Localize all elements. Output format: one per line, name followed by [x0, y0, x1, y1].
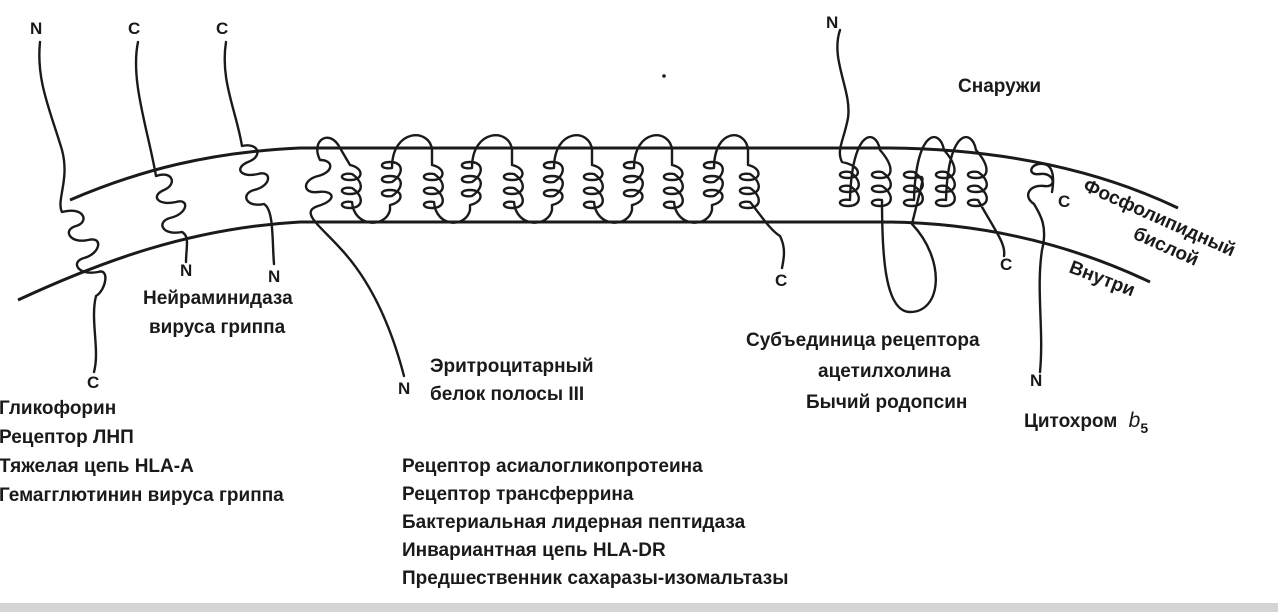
- rhodopsin-label: Бычий родопсин: [806, 392, 967, 413]
- list-center-item: Инвариантная цепь HLA-DR: [402, 540, 666, 561]
- protein-chains: [38, 28, 1055, 378]
- neuraminidase-chain: [223, 40, 276, 266]
- cytochrome-label: Цитохром b5: [1024, 409, 1148, 436]
- cytochrome-b-symbol: b: [1129, 409, 1141, 432]
- achr-label-line1: Субъединица рецептора: [746, 330, 980, 351]
- list-center-item: Рецептор асиалогликопротеина: [402, 456, 703, 477]
- bottom-scan-edge: [0, 603, 1278, 612]
- cytochrome-name: Цитохром: [1024, 411, 1117, 432]
- neuraminidase-label-line2: вируса гриппа: [149, 317, 286, 338]
- acetylcholine-receptor-chain: [836, 28, 1006, 314]
- neuraminidase-label-line1: Нейраминидаза: [143, 288, 293, 309]
- ldl-bottom-terminal: N: [180, 261, 192, 280]
- inside-label: Внутри: [1066, 257, 1138, 301]
- glycophorin-bottom-terminal: C: [87, 373, 99, 392]
- band3-end-terminal: C: [775, 271, 787, 290]
- terminal-labels: N C C N C N N C N C C N: [30, 13, 1070, 398]
- list-left-item: Тяжелая цепь HLA-A: [0, 456, 194, 477]
- left-protein-list: Гликофорин Рецептор ЛНП Тяжелая цепь HLA…: [0, 398, 284, 506]
- cytochrome-b5-chain: [1027, 162, 1055, 374]
- list-left-item: Гемагглютинин вируса гриппа: [0, 485, 284, 506]
- neuraminidase-top-terminal: C: [216, 19, 228, 38]
- list-center-item: Предшественник сахаразы-изомальтазы: [402, 568, 788, 589]
- achr-label-line2: ацетилхолина: [818, 361, 951, 382]
- speck-mark: [662, 74, 666, 78]
- glycophorin-top-terminal: N: [30, 19, 42, 38]
- cytochrome-bottom-terminal: N: [1030, 371, 1042, 390]
- band3-chain: [304, 134, 786, 378]
- band3-label-line1: Эритроцитарный: [430, 356, 594, 377]
- list-center-item: Бактериальная лидерная пептидаза: [402, 512, 746, 533]
- center-protein-list: Рецептор асиалогликопротеина Рецептор тр…: [402, 456, 788, 589]
- outside-label: Снаружи: [958, 76, 1041, 97]
- list-center-item: Рецептор трансферрина: [402, 484, 634, 505]
- neuraminidase-bottom-terminal: N: [268, 267, 280, 286]
- ldl-receptor-chain: [134, 40, 189, 264]
- glycophorin-chain: [38, 40, 107, 374]
- achr-top-terminal: N: [826, 13, 838, 32]
- cytochrome-subscript: 5: [1140, 420, 1148, 436]
- achr-bottom-terminal: C: [1000, 255, 1012, 274]
- cytochrome-top-terminal: C: [1058, 192, 1070, 211]
- band3-start-terminal: N: [398, 379, 410, 398]
- ldl-top-terminal: C: [128, 19, 140, 38]
- list-left-item: Рецептор ЛНП: [0, 427, 134, 448]
- list-left-item: Гликофорин: [0, 398, 116, 419]
- inner-membrane-line: [17, 220, 1151, 302]
- band3-label-line2: белок полосы III: [430, 384, 584, 405]
